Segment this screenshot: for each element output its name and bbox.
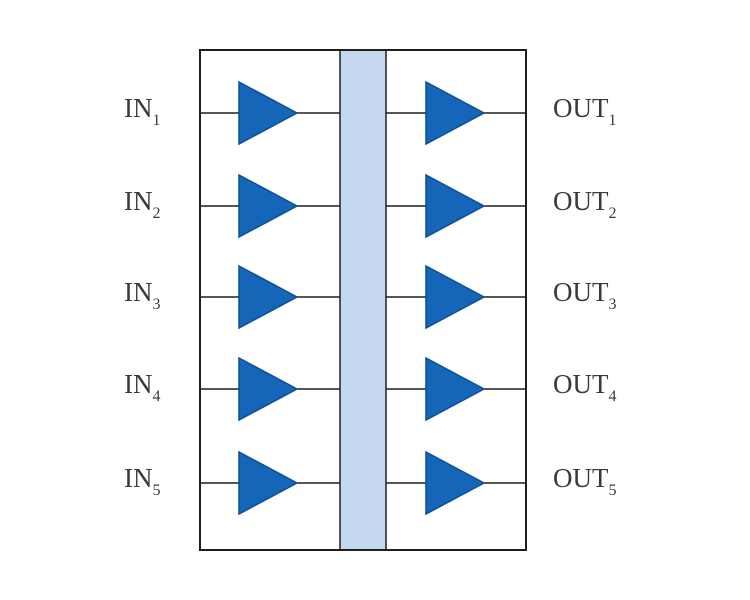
- output-label-subscript: 2: [609, 205, 617, 222]
- outer-enclosure: [199, 49, 527, 551]
- output-label: OUT1: [553, 93, 617, 128]
- input-label-subscript: 3: [153, 296, 161, 313]
- input-label: IN2: [124, 186, 161, 221]
- output-label-text: OUT: [553, 277, 609, 307]
- output-buffer-icon: [425, 356, 486, 422]
- output-label: OUT2: [553, 186, 617, 221]
- input-label-text: IN: [124, 93, 153, 123]
- input-label-text: IN: [124, 369, 153, 399]
- input-buffer-icon: [238, 80, 299, 146]
- input-buffer-icon: [238, 356, 299, 422]
- input-label-text: IN: [124, 186, 153, 216]
- output-label-text: OUT: [553, 463, 609, 493]
- output-label-text: OUT: [553, 369, 609, 399]
- input-label: IN4: [124, 369, 161, 404]
- output-label-text: OUT: [553, 186, 609, 216]
- output-label-subscript: 4: [609, 388, 617, 405]
- input-buffer-icon: [238, 264, 299, 330]
- input-buffer-icon: [238, 173, 299, 239]
- input-label-text: IN: [124, 463, 153, 493]
- output-label: OUT4: [553, 369, 617, 404]
- output-label: OUT3: [553, 277, 617, 312]
- output-buffer-icon: [425, 80, 486, 146]
- input-label-subscript: 1: [153, 112, 161, 129]
- output-label-subscript: 5: [609, 482, 617, 499]
- input-label-subscript: 5: [153, 482, 161, 499]
- input-label: IN1: [124, 93, 161, 128]
- input-label-text: IN: [124, 277, 153, 307]
- output-buffer-icon: [425, 173, 486, 239]
- input-label: IN3: [124, 277, 161, 312]
- output-buffer-icon: [425, 264, 486, 330]
- input-label-subscript: 2: [153, 205, 161, 222]
- output-label-text: OUT: [553, 93, 609, 123]
- input-label: IN5: [124, 463, 161, 498]
- output-buffer-icon: [425, 450, 486, 516]
- input-label-subscript: 4: [153, 388, 161, 405]
- central-bus-bar: [340, 50, 386, 550]
- output-label-subscript: 3: [609, 296, 617, 313]
- input-buffer-icon: [238, 450, 299, 516]
- output-label: OUT5: [553, 463, 617, 498]
- output-label-subscript: 1: [609, 112, 617, 129]
